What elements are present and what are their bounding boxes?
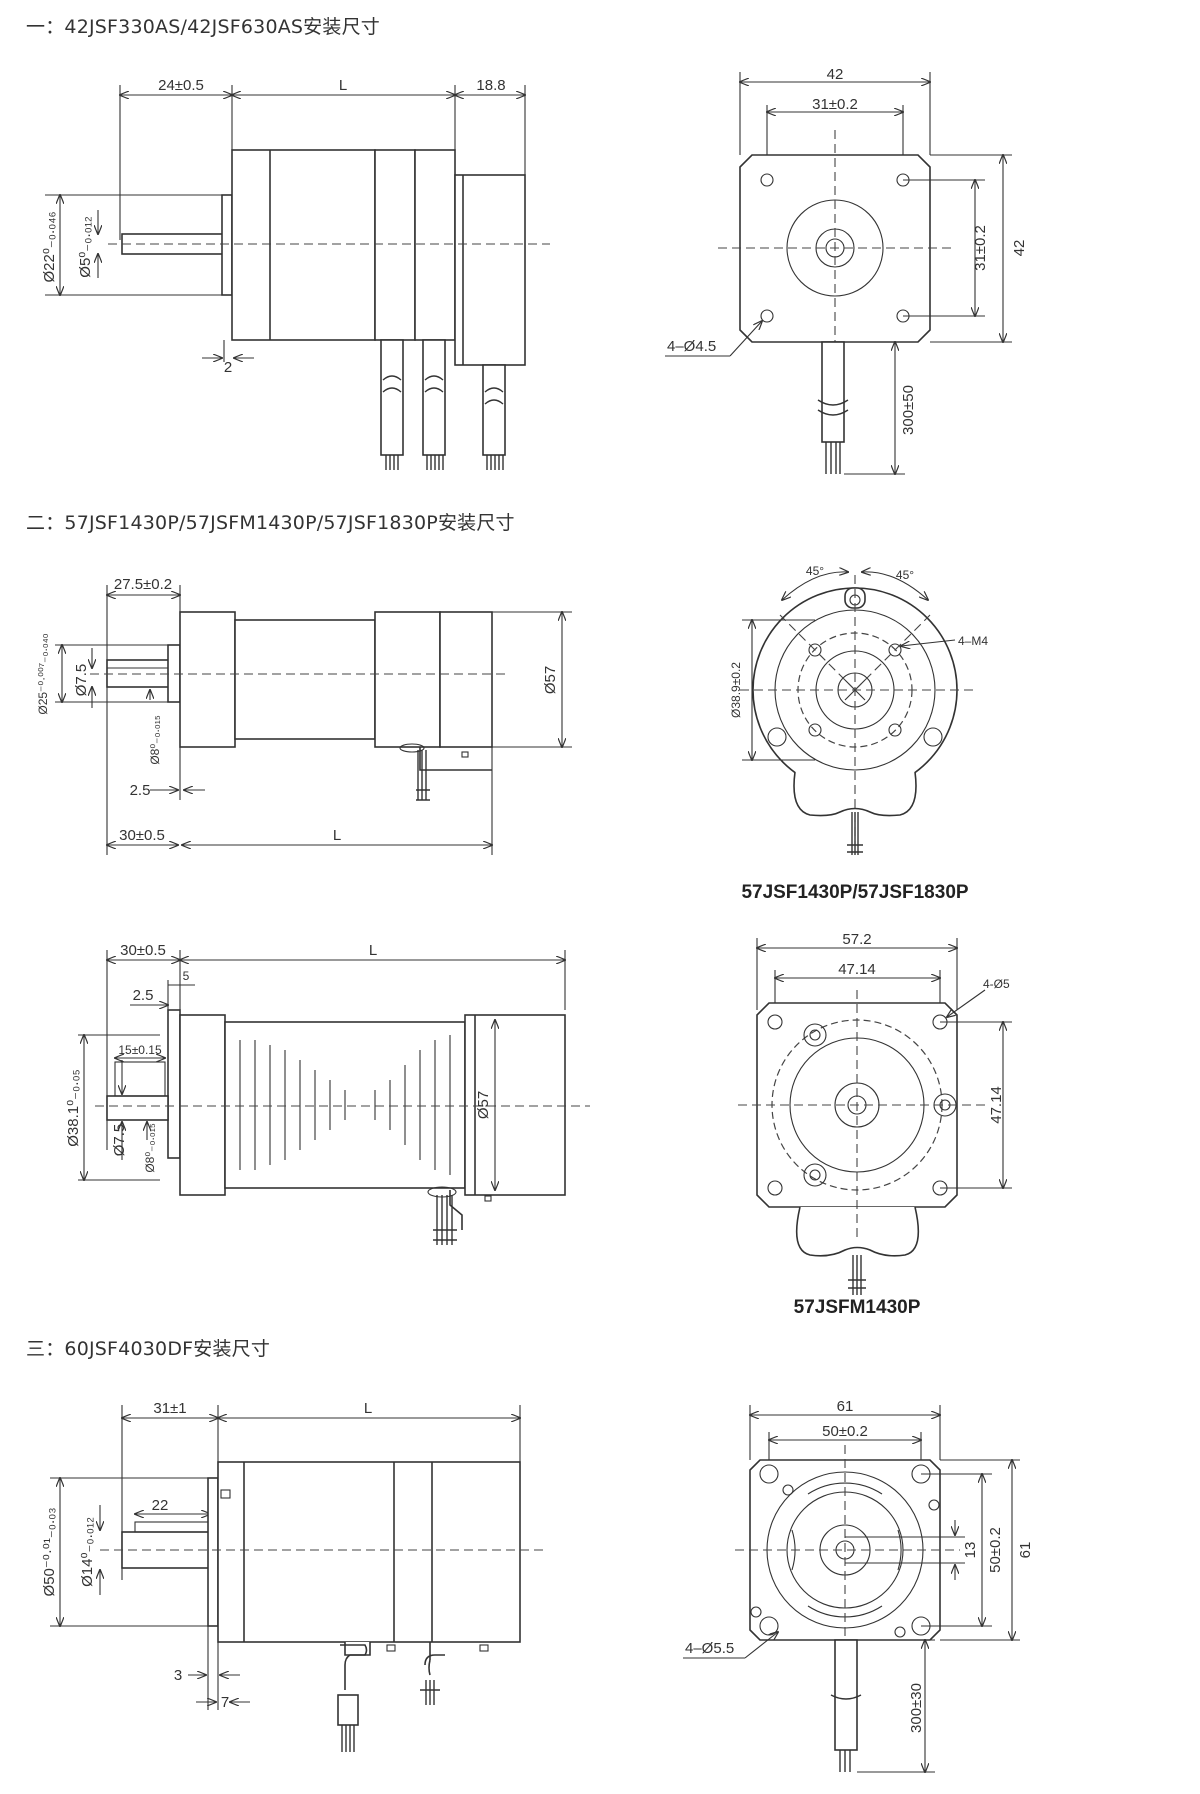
dim-body-length: L: [339, 77, 347, 94]
sec1-side-view: 24±0.5 L 18.8 Ø22⁰₋₀.₀₄₆ Ø5⁰₋₀.₀₁₂ 2: [41, 77, 550, 470]
dim-body-diameter: Ø57: [542, 666, 559, 694]
dim-hole-spacing-v: 31±0.2: [972, 225, 989, 271]
dim-shaft-diameter: Ø5⁰₋₀.₀₁₂: [77, 216, 94, 278]
sec2a-side-view: 27.5±0.2 Ø57 Ø25⁻⁰·⁰⁰⁷₋₀.₀₄₀ Ø7.5 Ø8⁰₋₀.…: [36, 576, 572, 855]
dim-5: 5: [183, 969, 190, 983]
sec2b-connector: [427, 1186, 492, 1245]
dim-13: 13: [962, 1542, 979, 1559]
sec3-front-view: 61 50±0.2 13 50±0.2: [683, 1398, 1034, 1772]
dim-mounting-holes: 4–Ø4.5: [667, 338, 716, 355]
dim-pitch-circle: Ø38.9±0.2: [729, 662, 743, 718]
dim-flange-gap: 2: [224, 359, 232, 376]
section-title-1: 一：42JSF330AS/42JSF630AS安装尺寸: [26, 16, 380, 38]
dim-angle-left: 45°: [806, 564, 824, 578]
dim-hole-spacing-v: 50±0.2: [987, 1527, 1004, 1573]
dim-lead-length: 300±30: [908, 1683, 925, 1733]
caption-57jsfm1430p: 57JSFM1430P: [794, 1297, 921, 1318]
section-title-2: 二：57JSF1430P/57JSFM1430P/57JSF1830P安装尺寸: [26, 512, 515, 534]
dim-key-length: 15±0.15: [118, 1043, 162, 1057]
dim-mounting-holes: 4-Ø5: [983, 977, 1010, 991]
dim-front-width: 61: [837, 1398, 854, 1415]
dim-length: 30±0.5: [120, 942, 166, 959]
sec1-front-view: 42 31±0.2 31±0.2 42 4–Ø4.5: [665, 66, 1028, 474]
sec2a-front-view: 45° 45° 4–M4 Ø38.9±0.2 57JSF1430P/57JSF1…: [729, 564, 988, 903]
dim-gap: 2.5: [133, 987, 154, 1004]
sec1-cable-2: [422, 339, 446, 470]
dim-gap: 2.5: [130, 782, 151, 799]
dim-shaft-length: 27.5±0.2: [114, 576, 172, 593]
dim-shaft-diameter: Ø8⁰₋₀.₀₁₅: [148, 715, 162, 764]
dim-boss-length: 7: [221, 1694, 229, 1711]
dim-body-diameter: Ø57: [475, 1091, 492, 1119]
sec3-side-view: 31±1 L 22 Ø50⁻⁰·⁰¹₋₀.₀₃ Ø14⁰₋₀.₀₁₂ 3 7: [41, 1400, 545, 1752]
dim-hole-spacing-v: 47.14: [988, 1086, 1005, 1124]
dim-hole-spacing-h: 50±0.2: [822, 1423, 868, 1440]
dim-flat-diameter: Ø7.5: [111, 1124, 128, 1157]
dim-length: 30±0.5: [119, 827, 165, 844]
sec1-cable-3: [482, 364, 506, 470]
dim-front-height: 42: [1011, 240, 1028, 257]
dim-key-length: 22: [152, 1497, 169, 1514]
dim-mounting-holes: 4–Ø5.5: [685, 1640, 734, 1657]
dim-lead-length: 300±50: [900, 385, 917, 435]
dim-flat-diameter: Ø7.5: [73, 664, 90, 697]
dim-shaft-length: 31±1: [153, 1400, 186, 1417]
caption-57jsf1430p: 57JSF1430P/57JSF1830P: [741, 882, 968, 903]
dim-shaft-diameter: Ø8⁰₋₀.₀₁₅: [143, 1123, 157, 1172]
dim-flange-diameter: Ø22⁰₋₀.₀₄₆: [41, 211, 58, 282]
dim-flange-diameter: Ø50⁻⁰·⁰¹₋₀.₀₃: [41, 1508, 58, 1597]
sec2b-front-view: 57.2 47.14 4-Ø5 47.14 57JSFM1430P: [738, 931, 1012, 1318]
dim-shaft-diameter: Ø14⁰₋₀.₀₁₂: [79, 1517, 96, 1587]
dim-body-length: L: [333, 827, 341, 844]
dim-flange-thickness: 3: [174, 1667, 182, 1684]
dim-brake-length: 18.8: [476, 77, 505, 94]
dim-hole-spacing-h: 47.14: [838, 961, 876, 978]
sec2b-side-view: 30±0.5 L 5 2.5 15±0.15 Ø38: [65, 942, 590, 1245]
dim-flange-diameter: Ø25⁻⁰·⁰⁰⁷₋₀.₀₄₀: [36, 633, 50, 714]
sec3-cable-2: [420, 1642, 489, 1705]
sec2a-connector: [399, 743, 492, 801]
dim-body-length: L: [364, 1400, 372, 1417]
sec1-cable-1: [380, 339, 404, 470]
dim-angle-right: 45°: [896, 568, 914, 582]
sec3-cable-1: [337, 1642, 396, 1752]
dim-threaded-holes: 4–M4: [958, 634, 988, 648]
section-title-3: 三：60JSF4030DF安装尺寸: [26, 1338, 271, 1360]
dim-front-width: 42: [827, 66, 844, 83]
dim-hole-spacing-h: 31±0.2: [812, 96, 858, 113]
dim-front-height: 61: [1017, 1542, 1034, 1559]
dim-front-width: 57.2: [842, 931, 871, 948]
dim-shaft-length: 24±0.5: [158, 77, 204, 94]
dim-flange-diameter: Ø38.1⁰₋₀.₀₅: [65, 1069, 82, 1146]
dim-body-length: L: [369, 942, 377, 959]
